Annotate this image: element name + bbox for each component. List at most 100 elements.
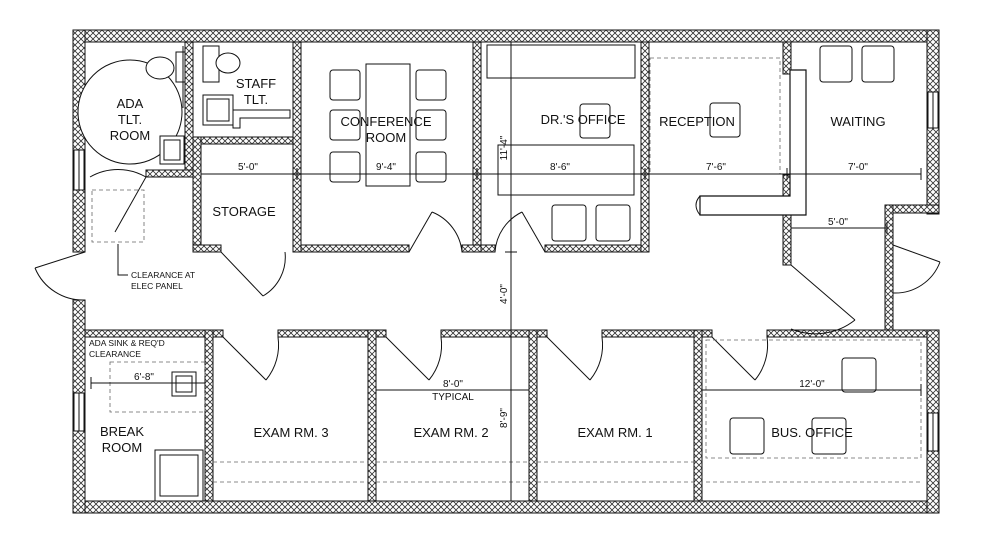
wall-storage-left [192,136,202,253]
exterior-walls [72,29,940,514]
wall-conf-bottom-b [461,244,482,253]
door-main-entry [892,244,941,263]
door-exam1 [546,336,591,381]
wall-staff-right [292,41,302,253]
dim-bottom-depth: 8'-9" [499,408,510,428]
door-drs [521,211,546,253]
dimension-labels: 5'-0" 9'-4" 8'-6" 7'-6" 7'-0" 5'-0" 11'-… [134,135,868,428]
label-ada-2: TLT. [118,112,142,127]
chair-icon [709,102,741,138]
wall-exam1-top [536,329,548,338]
door-exam3 [222,336,267,381]
room-labels: ADA TLT. ROOM STAFF TLT. CONFERENCE ROOM… [100,76,886,455]
desk [497,144,635,196]
credenza [486,44,636,79]
label-conference-1: CONFERENCE [340,114,431,129]
dim-top-depth: 11'-4" [499,135,510,160]
label-waiting: WAITING [830,114,885,129]
doors [34,168,941,381]
wall-reception-right [782,41,792,75]
wall-exam1-top-b [601,329,695,338]
wall-exam3-top [212,329,224,338]
chair-icon [415,109,447,141]
door-bus [711,336,756,381]
label-break-2: ROOM [102,440,142,455]
chair-icon [579,103,611,139]
wall-left-upper [72,29,86,253]
label-bus-office: BUS. OFFICE [771,425,853,440]
door-waiting [790,264,856,321]
wall-exam3-top-b [277,329,369,338]
door-side-exit [34,251,86,269]
wall-storage-bottom [192,244,222,253]
dim-bus: 12'-0" [799,379,825,390]
leader-elec-panel [117,244,128,276]
elec-panel-clearance [91,189,145,243]
fixtures [77,44,895,502]
chair-icon [841,357,877,393]
wall-conf-right [472,41,482,253]
wall-exam2-right [528,329,538,502]
note-elec-2: ELEC PANEL [131,281,183,291]
label-reception: RECEPTION [659,114,735,129]
label-drs-office: DR.'S OFFICE [541,112,626,127]
label-storage: STORAGE [212,204,276,219]
label-staff-1: STAFF [236,76,276,91]
wall-conf-bottom-a [300,244,410,253]
wall-exam3-right [367,329,377,502]
chair-icon [861,45,895,83]
label-exam3: EXAM RM. 3 [253,425,328,440]
wall-bus-top-b [766,329,928,338]
wall-top [72,29,940,43]
ada-turning-circle [77,59,183,165]
dim-storage: 5'-0" [238,162,258,173]
wall-staff-bottom [192,136,294,145]
wall-ada-bottom [145,169,194,178]
toilet-icon [215,52,241,74]
interior-walls-upper [145,41,792,266]
note-ada-sink-1: ADA SINK & REQ'D [89,338,165,348]
note-ada-sink-2: CLEARANCE [89,349,141,359]
door-ada [114,176,147,233]
label-break-1: BREAK [100,424,144,439]
windows [73,91,939,452]
reception-counter [699,69,807,216]
chair-icon [551,204,587,242]
wall-ada-right [184,41,194,173]
wall-drs-left-stub [480,244,496,253]
dim-corridor: 4'-0" [499,284,510,304]
wall-exam1-right [693,329,703,502]
notes: CLEARANCE AT ELEC PANEL ADA SINK & REQ'D… [89,270,195,359]
note-elec-1: CLEARANCE AT [131,270,195,280]
wall-bus-top [701,329,713,338]
label-exam2: EXAM RM. 2 [413,425,488,440]
chair-icon [415,151,447,183]
dim-waiting: 7'-0" [848,162,868,173]
label-exam1: EXAM RM. 1 [577,425,652,440]
chair-icon [329,69,361,101]
label-ada-3: ROOM [110,128,150,143]
chair-icon [729,417,765,455]
wall-bottom [72,500,940,514]
entry-vestibule-post [884,204,894,331]
wall-exam2-top [375,329,387,338]
chair-icon [329,151,361,183]
dim-drs: 8'-6" [550,162,570,173]
label-conference-2: ROOM [366,130,406,145]
dim-exam: 8'-0" [443,379,463,390]
wall-drs-bottom [544,244,649,253]
conference-table [365,63,411,187]
toilet-icon [145,56,175,80]
chair-icon [819,45,853,83]
label-staff-2: TLT. [244,92,268,107]
door-exam2 [385,336,430,381]
chair-icon [595,204,631,242]
dimension-lines [90,41,922,502]
dim-conference: 9'-4" [376,162,396,173]
label-ada-1: ADA [117,96,144,111]
wall-exam2-top-b [440,329,530,338]
wall-drs-right [640,41,650,253]
wall-break-right [204,329,214,502]
wall-break-top [84,329,206,338]
